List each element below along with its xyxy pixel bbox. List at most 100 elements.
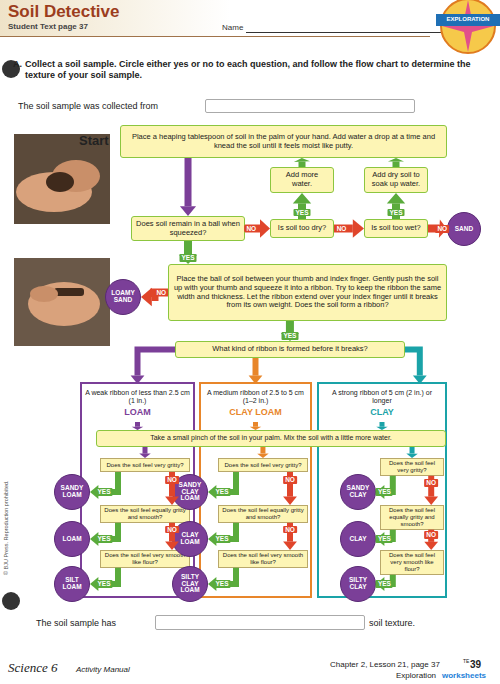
decision-box: Is soil too wet? [364,219,428,238]
flow-connector [208,568,236,591]
flow-connector [388,158,404,167]
node-text: Is soil too wet? [371,224,421,233]
flow-connector [90,568,118,591]
result-circle: LOAMY SAND [105,279,141,315]
photo-soil [46,172,74,192]
flow-connector [376,476,393,499]
flow-connector [283,472,297,505]
question-box: Does the soil feel very smooth like flou… [380,550,444,575]
arrow-head [283,497,297,505]
flow-connector [90,472,118,499]
flow-connector [250,422,261,430]
arrow-head [388,158,404,162]
answer-field [205,99,415,113]
arrow-head [131,376,145,384]
node-text: LOAM [124,407,151,417]
flow-connector [179,241,197,264]
field-label: soil texture. [369,618,415,628]
process-box: Place the ball of soil between your thum… [168,264,447,321]
flow-connector [249,358,263,384]
flow-connector [334,219,364,237]
node-text: What kind of ribbon is formed before it … [212,345,368,354]
connector-line [245,225,260,233]
start-label: Start [79,133,109,148]
decision-box: Is soil too dry? [270,219,334,238]
node-text: Is soil too dry? [278,224,326,233]
edge-label: YES [213,488,230,496]
flow-connector [281,321,299,341]
node-text: SILTY CLAY LOAM [173,574,207,594]
node-text: A weak ribbon of less than 2.5 cm (1 in.… [85,389,190,405]
arrow-head [387,193,405,203]
node-text: LOAM [62,536,81,543]
arrow-head [281,333,299,341]
arrow-head [424,497,438,505]
node-text: Place a heaping tablespoon of soil in th… [125,133,442,150]
process-box: Add dry soil to soak up water. [364,167,428,193]
flow-connector [180,158,196,216]
flow-connector [424,476,438,505]
flow-connector [405,350,427,385]
flow-connector [406,447,417,458]
node-text: SANDY CLAY [341,485,375,499]
arrow-head [141,288,152,306]
footer-text: Science 6 [8,660,57,676]
photo-soil [54,288,84,296]
footer-text: Activity Manual [76,665,130,674]
badge-disc [441,0,495,53]
flow-connector [387,193,405,219]
flow-connector [376,575,393,591]
edge-label: YES [293,209,310,217]
result-circle: SILTY CLAY [340,566,376,602]
node-text: Does the soil feel equally gritty and sm… [103,507,187,521]
node-text: Does the soil feel equally gritty and sm… [383,507,441,528]
question-box: Does the soil feel very gritty? [100,458,190,472]
node-text: CLAY [370,407,394,417]
instruction-text: Collect a soil sample. Circle either yes… [25,59,475,82]
punch-hole [2,592,20,610]
arrow-head [180,206,196,216]
node-text: SILTY CLAY [341,577,375,591]
flow-connector [424,530,438,550]
edge-label: YES [376,580,393,588]
node-text: LOAMY SAND [106,290,140,304]
connector-line [253,422,258,427]
node-text: Does the soil feel very gritty? [224,462,301,469]
node-text: Does the soil feel equally gritty and sm… [221,507,305,521]
edge-label: NO [154,289,168,297]
flow-connector [293,193,311,219]
connector-line [260,447,265,454]
edge-label: NO [244,225,258,233]
arrow-head [179,255,197,264]
edge-label: NO [283,476,297,484]
connector-line [405,350,420,376]
connector-line [135,422,140,427]
process-box: Place a heaping tablespoon of soil in th… [120,125,447,158]
result-circle: SILT LOAM [54,566,90,602]
page-number: 39 [470,659,481,670]
result-circle: SILTY CLAY LOAM [172,566,208,602]
arrow-head [424,542,438,550]
footer-text: TE [463,658,469,664]
edge-label: NO [165,476,179,484]
question-box: Does the soil feel very smooth like flou… [100,550,190,568]
edge-label: YES [95,535,112,543]
arrow-head [413,376,427,384]
name-line [246,32,441,33]
node-text: Take a small pinch of the soil in your p… [150,434,392,442]
node-text: Does the soil feel very gritty? [106,462,183,469]
arrow-head [260,219,270,237]
field-label: The soil sample was collected from [18,101,158,111]
flow-connector [245,219,270,237]
question-box: Does the soil feel very smooth like flou… [218,550,308,568]
edge-label: NO [283,526,297,534]
node-text: A medium ribbon of 2.5 to 5 cm (1–2 in.) [204,389,307,405]
copyright-note: © BJU Press. Reproduction prohibited. [3,480,9,575]
edge-label: YES [376,535,393,543]
ribbon-header: A weak ribbon of less than 2.5 cm (1 in.… [82,384,193,422]
photo-hand [28,282,100,326]
node-text: Does the soil feel very smooth like flou… [383,552,441,573]
flow-connector [376,530,393,546]
question-box: Does the soil feel equally gritty and sm… [380,505,444,530]
